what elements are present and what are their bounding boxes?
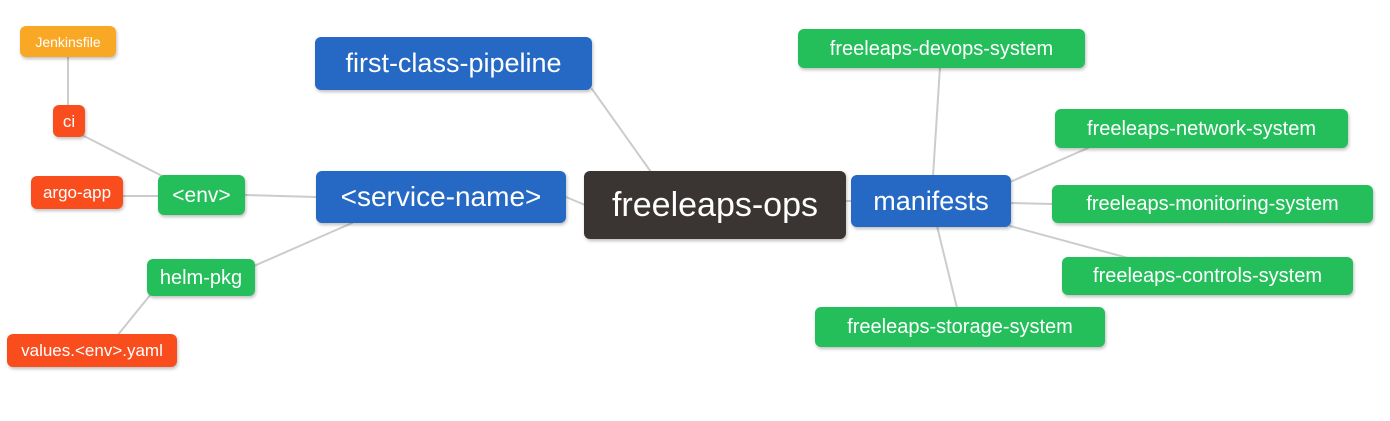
node-devops-system[interactable]: freeleaps-devops-system bbox=[798, 29, 1085, 68]
edge-manifests-monitoring-system bbox=[1009, 202, 1054, 205]
edge-manifests-controls-system bbox=[1009, 225, 1129, 259]
node-controls-system[interactable]: freeleaps-controls-system bbox=[1062, 257, 1353, 295]
node-service-name[interactable]: <service-name> bbox=[316, 171, 566, 223]
node-values-env-yaml[interactable]: values.<env>.yaml bbox=[7, 334, 177, 367]
node-jenkinsfile[interactable]: Jenkinsfile bbox=[20, 26, 116, 57]
edge-manifests-network-system bbox=[1009, 147, 1089, 183]
node-env[interactable]: <env> bbox=[158, 175, 245, 215]
edge-manifests-devops-system bbox=[932, 66, 941, 177]
edge-service-name-freeleaps-ops bbox=[565, 196, 586, 206]
node-manifests[interactable]: manifests bbox=[851, 175, 1011, 227]
edge-helm-pkg-values-env-yaml bbox=[116, 293, 152, 337]
node-network-system[interactable]: freeleaps-network-system bbox=[1055, 109, 1348, 148]
node-monitoring-system[interactable]: freeleaps-monitoring-system bbox=[1052, 185, 1373, 223]
node-ci[interactable]: ci bbox=[53, 105, 85, 137]
node-storage-system[interactable]: freeleaps-storage-system bbox=[815, 307, 1105, 347]
node-freeleaps-ops[interactable]: freeleaps-ops bbox=[584, 171, 846, 239]
edge-service-name-helm-pkg bbox=[253, 222, 353, 267]
edge-manifests-storage-system bbox=[936, 225, 958, 309]
node-argo-app[interactable]: argo-app bbox=[31, 176, 123, 209]
edge-env-service-name bbox=[244, 194, 317, 198]
edge-first-class-pipeline-freeleaps-ops bbox=[591, 88, 652, 173]
edge-ci-env bbox=[81, 134, 167, 179]
node-first-class-pipeline[interactable]: first-class-pipeline bbox=[315, 37, 592, 90]
node-helm-pkg[interactable]: helm-pkg bbox=[147, 259, 255, 296]
